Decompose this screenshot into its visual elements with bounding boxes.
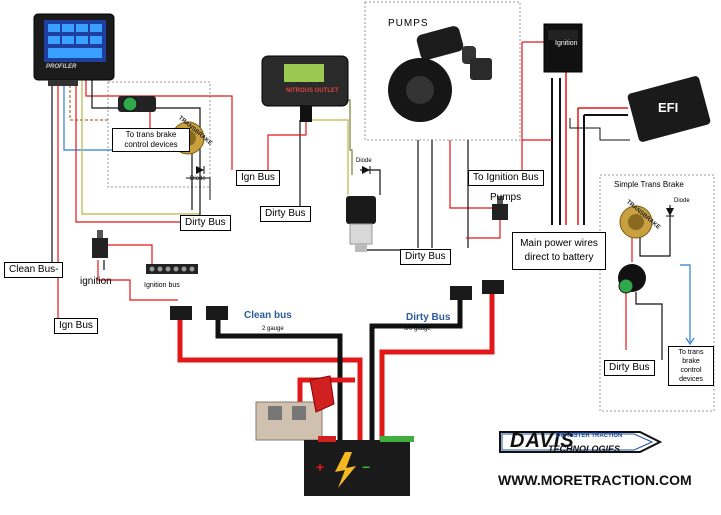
profiler-brand: PROFILER [46, 64, 77, 70]
ign-bus-label-2: Ign Bus [54, 318, 98, 334]
pumps-label: PUMPS [388, 18, 429, 29]
ignition-bus-block [146, 264, 198, 274]
diode-label-3: Diode [674, 198, 690, 204]
ignition-bus-label: Ignition bus [144, 282, 180, 289]
nitrous-controller [261, 55, 349, 122]
dirty-bus-gauge-label: 0/0 gauge [404, 326, 431, 332]
nitrous-brand: NITROUS OUTLET [286, 88, 339, 94]
website-label: WWW.MORETRACTION.COM [498, 472, 692, 488]
to-trans-brake-label-2: To trans brake control devices [668, 346, 714, 386]
clean-bus-label: Clean bus [244, 310, 292, 321]
svg-text:−: − [362, 459, 370, 475]
fuse-block [255, 375, 335, 441]
efi-label: EFI [658, 100, 679, 115]
dirty-bus-label-2: Dirty Bus [180, 215, 231, 231]
dirty-bus-label-4: Dirty Bus [604, 360, 655, 376]
clean-bus-minus-label: Clean Bus- [4, 262, 64, 278]
dirty-bus-label-1: Dirty Bus [260, 206, 311, 222]
ignition-switch [92, 230, 108, 258]
trans-brake-button-right [618, 264, 646, 294]
dirty-bus-label-3: Dirty Bus [400, 249, 451, 265]
diode-marks [196, 166, 674, 217]
logo-tagline: DRAGSTER TRACTION [556, 433, 623, 439]
wires [51, 41, 695, 440]
pumps-switch [492, 196, 508, 220]
battery: + − [304, 436, 414, 496]
svg-text:+: + [316, 459, 324, 475]
ignition-box-label: Ignition [555, 40, 578, 47]
pumps-switch-label: Pumps [490, 192, 522, 203]
profiler-controller [33, 13, 115, 86]
main-power-label: Main power wires direct to battery [512, 232, 606, 270]
ignition-label: ignition [80, 276, 112, 287]
trans-brake-button-left [118, 96, 156, 112]
pumps-group-box [364, 1, 521, 141]
diode-label-1: Diode [190, 176, 206, 182]
logo-sub: TECHNOLOGIES [548, 444, 621, 454]
simple-trans-brake-label: Simple Trans Brake [614, 180, 684, 189]
bus-posts [170, 280, 504, 320]
dirty-bus-blue-label: Dirty Bus [406, 312, 451, 323]
trans-brake-group-box [107, 81, 211, 188]
clean-bus-gauge-label: 2 gauge [262, 326, 284, 332]
simple-trans-brake-group-box [599, 174, 715, 412]
fuel-pumps [388, 26, 492, 122]
ign-bus-label-1: Ign Bus [236, 170, 280, 186]
efi-module [627, 76, 711, 142]
to-ignition-bus-label: To Ignition Bus [468, 170, 544, 186]
nitrous-solenoid [346, 196, 376, 252]
to-trans-brake-label-1: To trans brake control devices [112, 128, 190, 152]
transbrake-solenoid-right [619, 205, 653, 239]
ignition-box [543, 23, 583, 73]
logo-text: DAVIS [510, 430, 575, 452]
davis-logo-mark [499, 431, 663, 453]
diode-label-2: Diode [356, 158, 372, 164]
